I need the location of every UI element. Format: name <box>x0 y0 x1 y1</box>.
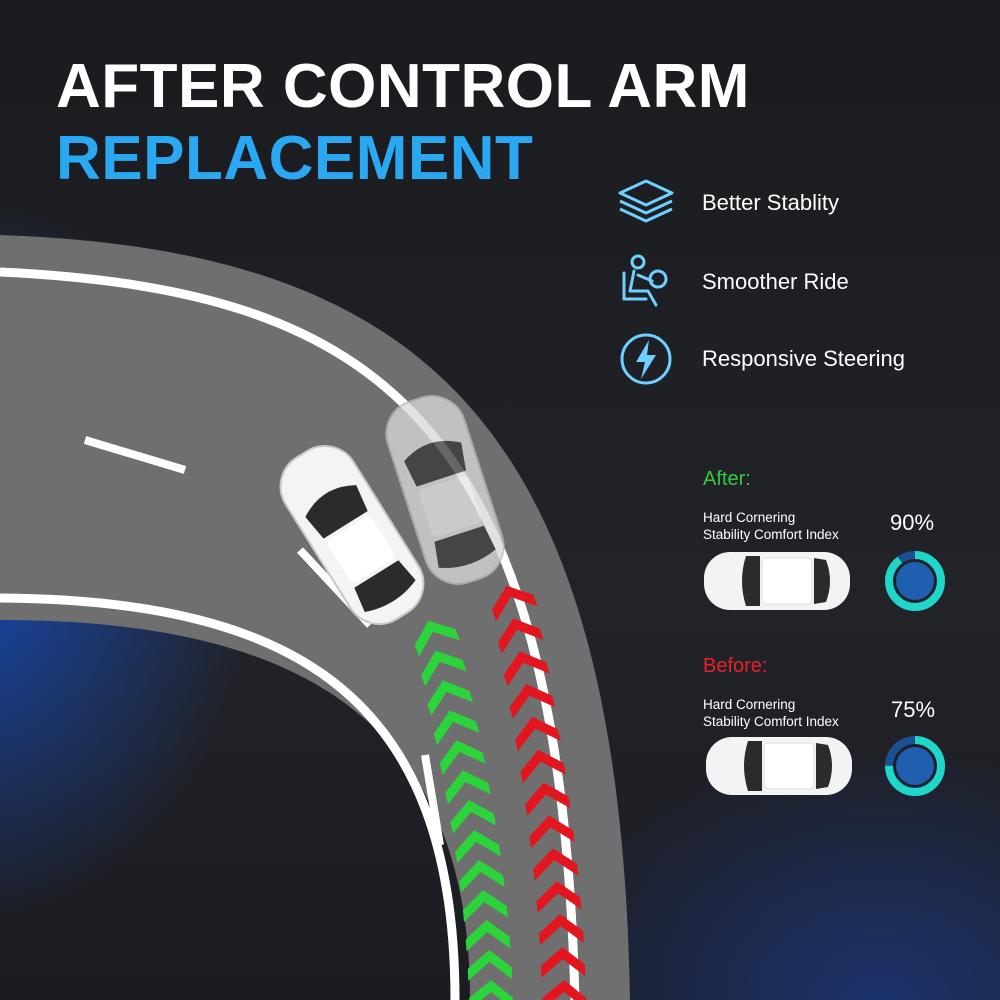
red-chevron <box>509 684 556 719</box>
green-chevron <box>427 680 474 716</box>
green-chevron <box>433 710 480 746</box>
road-surface <box>0 235 630 1000</box>
driver-seat-icon <box>616 252 682 312</box>
green-chevron <box>455 830 501 864</box>
red-chevron <box>503 651 550 687</box>
red-chevron <box>542 980 587 1000</box>
red-chevron <box>540 947 586 978</box>
red-chevron <box>539 914 584 946</box>
before-car-icon <box>706 737 852 795</box>
car-before-illustration <box>385 395 505 585</box>
feature-label: Better Stablity <box>702 190 839 215</box>
before-heading: Before: <box>703 655 768 677</box>
before-gauge-arc <box>885 736 945 796</box>
page-subtitle: REPLACEMENT <box>56 124 534 193</box>
green-chevron <box>469 980 514 1000</box>
red-chevron <box>533 848 579 881</box>
after-description-line1: Hard Cornering <box>703 510 796 525</box>
lightning-bolt-icon <box>616 329 682 389</box>
red-chevron <box>529 815 575 849</box>
green-track-arrows <box>414 620 514 1000</box>
red-chevron <box>525 782 571 817</box>
after-percent: 90% <box>890 510 935 535</box>
after-car-icon <box>704 552 850 610</box>
green-chevron <box>465 920 511 952</box>
green-chevron <box>459 860 505 893</box>
red-chevron <box>515 716 561 752</box>
before-description-line2: Stability Comfort Index <box>703 714 839 729</box>
after-description: Hard Cornering Stability Comfort Index <box>703 509 839 543</box>
green-chevron <box>450 800 497 834</box>
car-after-illustration <box>279 445 425 625</box>
after-gauge-arc <box>885 551 945 611</box>
feature-stability: Better Stablity <box>616 173 839 233</box>
red-track-arrows <box>492 585 587 1000</box>
page-title: AFTER CONTROL ARM <box>56 52 750 121</box>
green-chevron <box>439 740 486 775</box>
after-gauge <box>885 551 945 611</box>
feature-label: Smoother Ride <box>702 269 849 294</box>
red-chevron <box>520 749 566 784</box>
before-percent: 75% <box>891 697 936 722</box>
feature-label: Responsive Steering <box>702 346 906 371</box>
road-edge-inner <box>0 593 460 1000</box>
green-chevron <box>462 890 508 923</box>
green-chevron <box>445 770 491 805</box>
red-chevron <box>536 881 582 914</box>
before-gauge <box>885 736 945 796</box>
red-chevron <box>498 618 544 654</box>
after-heading: After: <box>703 468 751 490</box>
green-chevron <box>467 950 513 981</box>
layers-icon <box>616 173 682 233</box>
green-chevron <box>421 650 467 687</box>
red-chevron <box>492 585 538 622</box>
before-description-line1: Hard Cornering <box>703 697 796 712</box>
feature-steering: Responsive Steering <box>616 329 905 389</box>
after-description-line2: Stability Comfort Index <box>703 527 839 542</box>
before-description: Hard Cornering Stability Comfort Index <box>703 696 839 730</box>
feature-ride: Smoother Ride <box>616 252 849 312</box>
green-chevron <box>414 620 460 657</box>
